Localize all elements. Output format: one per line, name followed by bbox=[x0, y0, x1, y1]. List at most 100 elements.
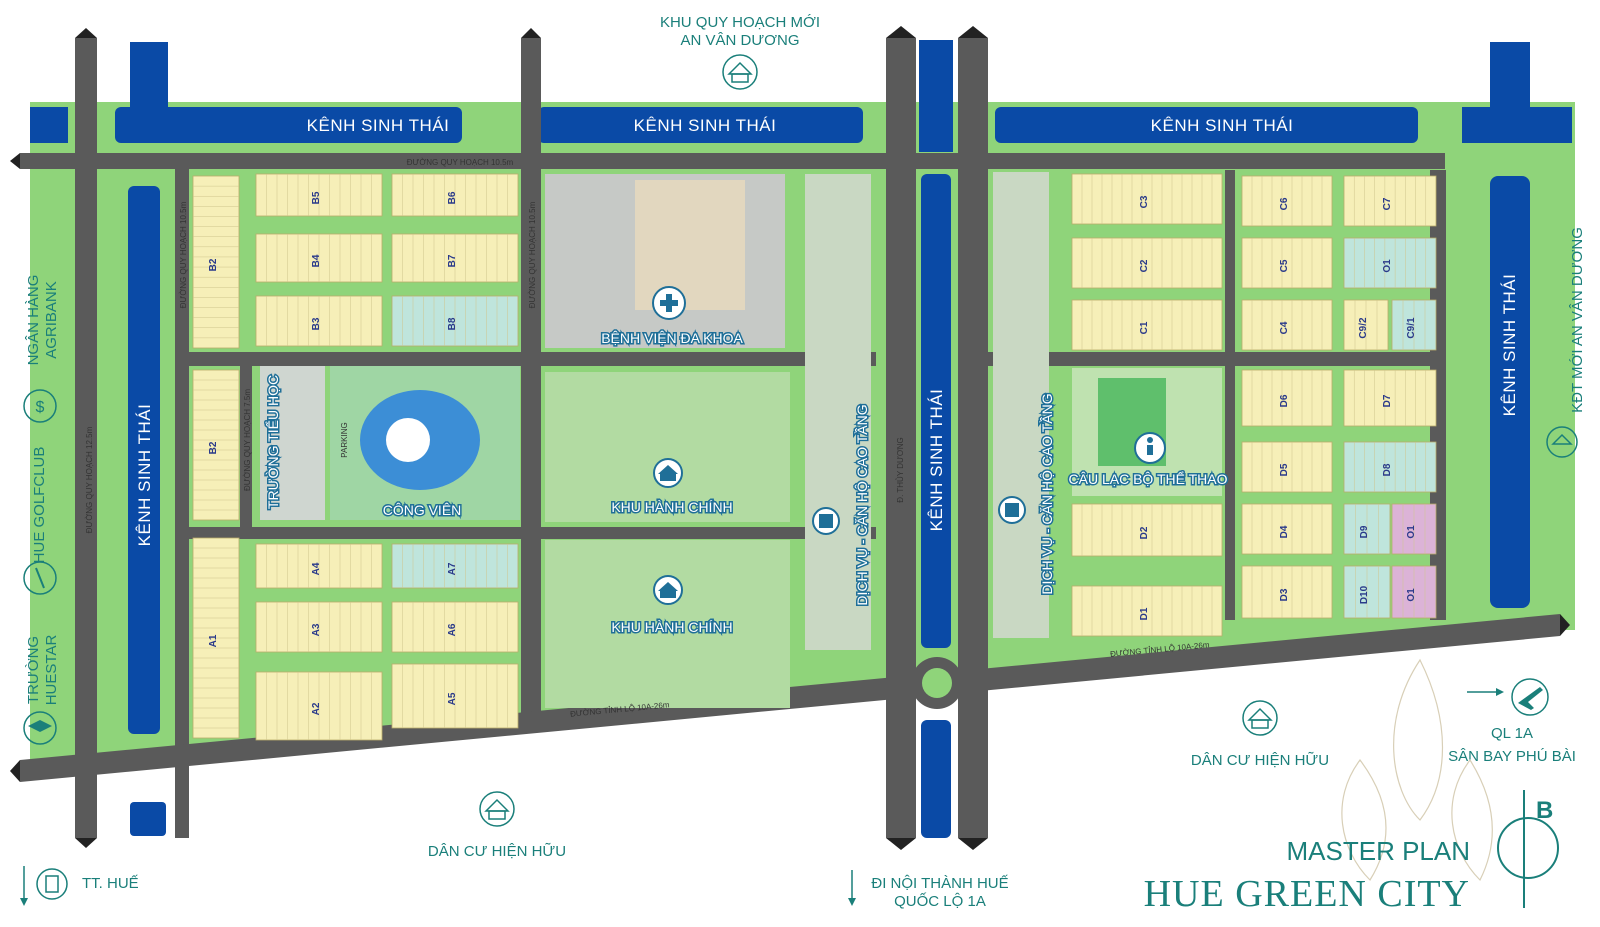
bank-label-line1: NGÂN HÀNG bbox=[25, 275, 42, 366]
lot-code-label: B5 bbox=[311, 191, 322, 204]
lot-code-label: B2 bbox=[208, 441, 219, 454]
admin-label-1: KHU HÀNH CHÍNH bbox=[611, 499, 732, 515]
city-arrow-icon bbox=[20, 866, 68, 906]
top-note-line2: AN VÂN DƯƠNG bbox=[680, 32, 799, 49]
down-arrow-icon bbox=[848, 870, 856, 906]
sport-icon bbox=[1134, 432, 1166, 464]
canal-label-right: KÊNH SINH THÁI bbox=[1500, 274, 1519, 417]
hospital-icon bbox=[652, 286, 686, 320]
kdt-label: KĐT MỚI AN VÂN DƯƠNG bbox=[1569, 227, 1586, 413]
lot-code-label: A1 bbox=[208, 634, 219, 647]
lot-block bbox=[1071, 173, 1223, 225]
graduation-cap-icon bbox=[23, 711, 57, 745]
golf-label: HUE GOLFCLUB bbox=[31, 447, 48, 564]
airport-line2: SÂN BAY PHÚ BÀI bbox=[1448, 748, 1576, 765]
hospital-label: BỆNH VIỆN ĐA KHOA bbox=[601, 330, 743, 346]
lot-block bbox=[1343, 441, 1437, 493]
lot-code-label: D2 bbox=[1139, 526, 1150, 539]
lot-code-label: C5 bbox=[1279, 259, 1290, 272]
svg-text:$: $ bbox=[36, 399, 45, 416]
house-icon bbox=[722, 54, 758, 90]
brand-logo: B bbox=[1497, 790, 1559, 908]
canal-top-mid bbox=[538, 107, 863, 143]
lot-code-label: B4 bbox=[311, 254, 322, 267]
canal-left-vertical bbox=[128, 186, 160, 734]
airplane-icon bbox=[1467, 678, 1549, 716]
tt-hue-label: TT. HUẾ bbox=[82, 875, 139, 892]
bank-icon: $ bbox=[23, 389, 57, 423]
club-label: CÂU LẠC BỘ THỂ THAO bbox=[1069, 470, 1228, 487]
lot-code-label: O1 bbox=[1382, 259, 1393, 273]
lot-block bbox=[1241, 565, 1333, 619]
admin-label-2: KHU HÀNH CHÍNH bbox=[611, 619, 732, 635]
lot-code-label: B8 bbox=[447, 317, 458, 330]
canal-label-top-mid: KÊNH SINH THÁI bbox=[634, 116, 777, 135]
road-label-thuy-duong: Đ. THỦY DƯƠNG bbox=[896, 437, 905, 502]
brand-logo-letter: B bbox=[1536, 797, 1553, 824]
lot-block bbox=[192, 175, 240, 349]
center-exit-line2: QUỐC LỘ 1A bbox=[894, 892, 986, 910]
lot-block bbox=[1071, 503, 1223, 557]
huestar-label-line2: HUESTAR bbox=[43, 635, 60, 706]
lot-code-label: D5 bbox=[1279, 463, 1290, 476]
lot-block bbox=[1241, 299, 1333, 351]
lot-code-label: C1 bbox=[1139, 321, 1150, 334]
road-label-inner-mid: ĐƯỜNG QUY HOẠCH 10.5m bbox=[528, 201, 537, 308]
road-label-inner-left: ĐƯỜNG QUY HOẠCH 10.5m bbox=[179, 201, 188, 308]
lot-code-label: D4 bbox=[1279, 525, 1290, 538]
admin-area-1 bbox=[545, 372, 790, 522]
canal-label-left: KÊNH SINH THÁI bbox=[135, 404, 154, 547]
road-label-left: ĐƯỜNG QUY HOẠCH 12.5m bbox=[85, 426, 94, 533]
school-area bbox=[260, 366, 325, 520]
airport-line1: QL 1A bbox=[1491, 725, 1533, 742]
lot-code-label: O1 bbox=[1406, 525, 1417, 539]
lot-code-label: C3 bbox=[1139, 195, 1150, 208]
lot-code-label: O1 bbox=[1406, 588, 1417, 602]
project-name: HUE GREEN CITY bbox=[1144, 873, 1470, 915]
admin-area-2 bbox=[545, 540, 790, 708]
road-arrows bbox=[10, 26, 1570, 850]
canal-label-center: KÊNH SINH THÁI bbox=[927, 389, 946, 532]
apartment-icon bbox=[998, 496, 1026, 524]
lot-block bbox=[1071, 299, 1223, 351]
lot-block bbox=[192, 369, 240, 521]
lot-block bbox=[1071, 585, 1223, 637]
golf-icon bbox=[23, 561, 57, 595]
lot-code-label: C6 bbox=[1279, 197, 1290, 210]
canal-label-top-right: KÊNH SINH THÁI bbox=[1151, 116, 1294, 135]
lot-block bbox=[1241, 175, 1333, 227]
road-label-school: ĐƯỜNG QUY HOẠCH 7.5m bbox=[243, 389, 252, 491]
school-label: TRƯỜNG TIỂU HỌC bbox=[264, 375, 281, 509]
lot-code-label: D6 bbox=[1279, 394, 1290, 407]
lot-block bbox=[1241, 441, 1333, 493]
lot-code-label: D1 bbox=[1139, 607, 1150, 620]
house-icon bbox=[1242, 700, 1278, 736]
lot-code-label: B2 bbox=[208, 258, 219, 271]
canal-center-vertical bbox=[921, 174, 951, 648]
leaf-decoration bbox=[1341, 658, 1493, 882]
road-label-top: ĐƯỜNG QUY HOẠCH 10.5m bbox=[407, 158, 514, 167]
apartments-left-area bbox=[805, 174, 871, 650]
apartments-label-left: DỊCH VỤ - CĂN HỘ CAO TẦNG bbox=[854, 404, 870, 605]
lot-code-label: D7 bbox=[1382, 394, 1393, 407]
canal-top-right bbox=[995, 107, 1418, 143]
apartments-label-right: DỊCH VỤ - CĂN HỘ CAO TẦNG bbox=[1039, 393, 1055, 594]
lot-block bbox=[1343, 237, 1437, 289]
lot-block bbox=[1343, 369, 1437, 427]
lot-code-label: D10 bbox=[1359, 585, 1370, 604]
lot-code-label: A6 bbox=[447, 623, 458, 636]
lot-block bbox=[1241, 369, 1333, 427]
lot-code-label: A4 bbox=[311, 562, 322, 575]
lot-code-label: D9 bbox=[1359, 525, 1370, 538]
lot-code-label: D3 bbox=[1279, 588, 1290, 601]
lot-code-label: A3 bbox=[311, 623, 322, 636]
apartments-right-area bbox=[993, 172, 1049, 638]
lot-code-label: C9/1 bbox=[1406, 317, 1417, 339]
bank-label-line2: AGRIBANK bbox=[43, 281, 60, 359]
lot-block bbox=[1241, 237, 1333, 289]
lot-block bbox=[1241, 503, 1333, 555]
huestar-label-line1: TRƯỜNG bbox=[25, 636, 42, 704]
road-label-parking: PARKING bbox=[340, 422, 349, 457]
school-building-icon bbox=[653, 458, 683, 488]
